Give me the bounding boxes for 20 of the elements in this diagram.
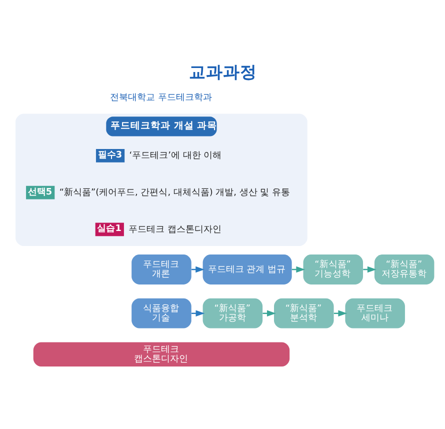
node-box: “新식품” 저장유통학	[374, 254, 434, 284]
node-box: 푸드테크 세미나	[345, 298, 405, 328]
node-box: “新식품” 분석학	[274, 298, 334, 328]
node-label: “新식품”(케어푸드, 간편식, 대체식품) 개발, 생산 및 유통	[59, 188, 290, 198]
diagram-title: 교과과정	[188, 62, 257, 82]
node-box: 필수3	[96, 149, 125, 162]
arrow	[262, 310, 276, 316]
arrow	[334, 310, 348, 316]
node-box: 식품융합 기술	[132, 298, 192, 328]
node-label: 푸드테크 캡스톤디자인	[128, 224, 222, 235]
label: 전북대학교 푸드테크학과	[110, 92, 212, 103]
arrow	[192, 310, 205, 316]
node-box: 푸드테크 개론	[132, 254, 192, 284]
node-box: 푸드테크 관계 법규	[202, 254, 292, 284]
node-box: 푸드테크 캡스톤디자인	[33, 342, 290, 366]
node-box: “新식품” 기능성학	[303, 254, 363, 284]
node-label: ‘푸드테크’에 대한 이해	[129, 151, 222, 162]
node-box: 실습1	[95, 222, 124, 236]
node-box: “新식품” 가공학	[202, 298, 263, 328]
node-box: 선택5	[26, 186, 55, 200]
